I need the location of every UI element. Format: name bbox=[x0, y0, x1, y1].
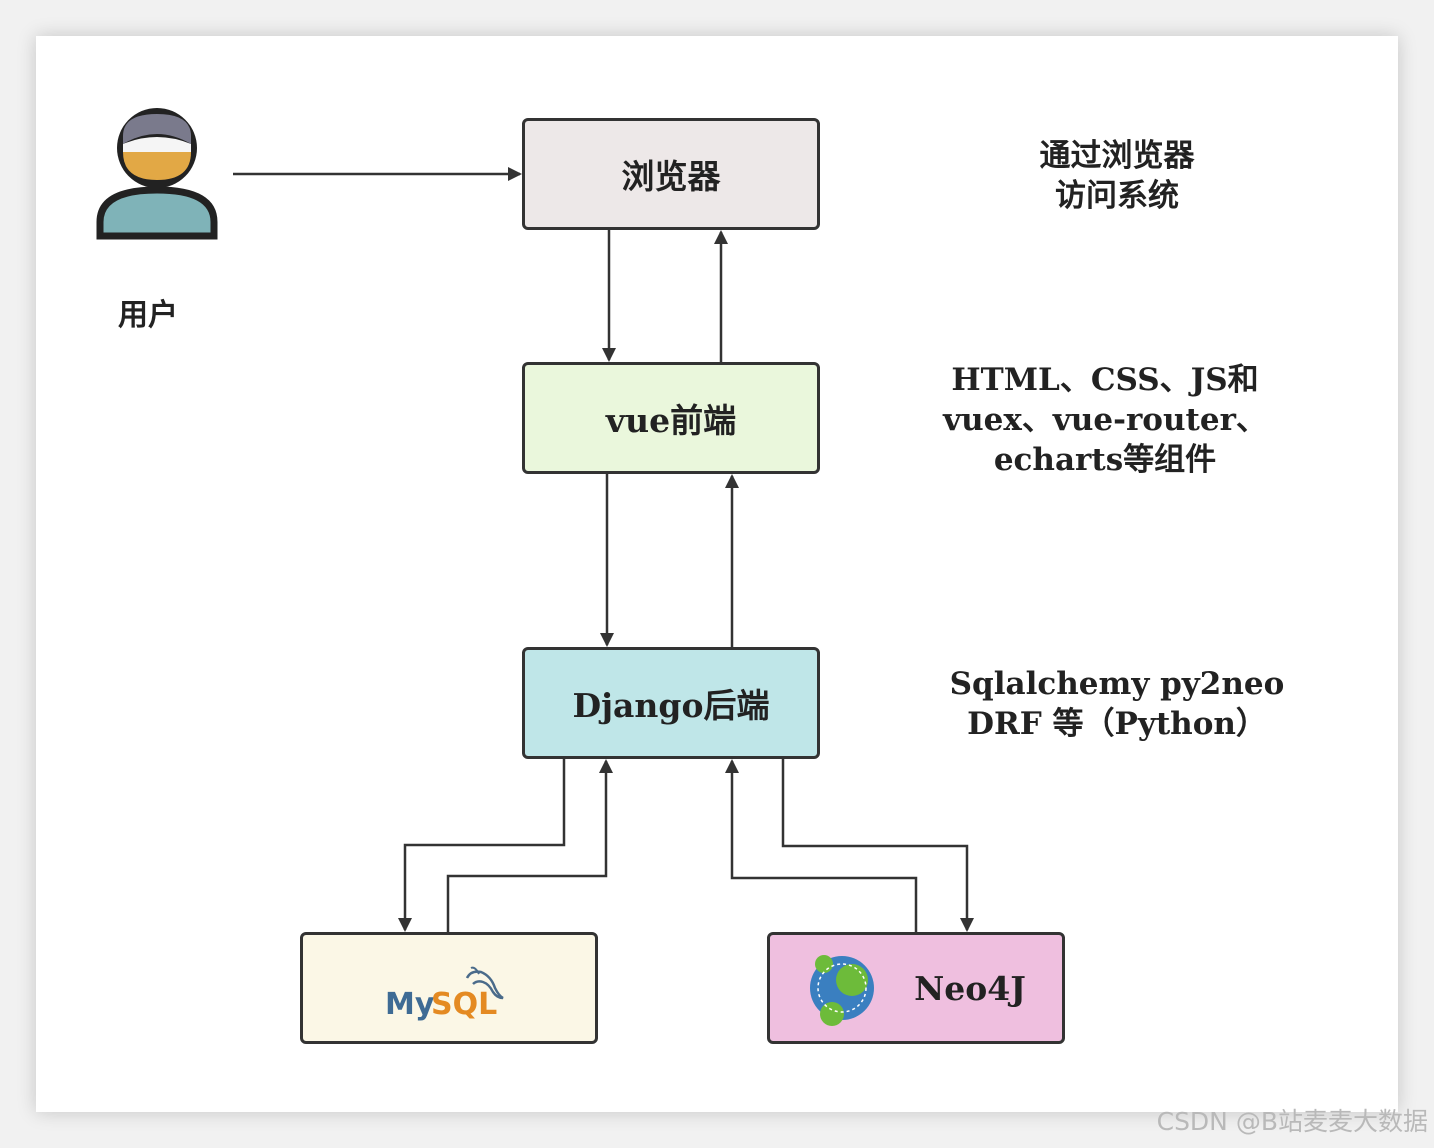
django-note-line: Sqlalchemy py2neo bbox=[949, 666, 1285, 702]
vue-frontend-label: vue前端 bbox=[605, 401, 737, 440]
csdn-watermark: CSDN @B站麦麦大数据 bbox=[1156, 1107, 1428, 1136]
arrow-django-to-neo4j bbox=[781, 759, 974, 932]
arrow-neo4j-to-django bbox=[725, 759, 918, 932]
neo4j-logo-icon bbox=[810, 955, 875, 1026]
browser-node: 浏览器 bbox=[522, 118, 820, 230]
neo4j-node: Neo4J bbox=[767, 932, 1065, 1044]
vue-note-line: HTML、CSS、JS和 bbox=[951, 362, 1259, 398]
person-icon bbox=[96, 108, 218, 240]
mysql-node: My SQL bbox=[300, 932, 598, 1044]
vue-note-line: vuex、vue-router、 bbox=[943, 402, 1267, 438]
django-backend-node: Django后端 bbox=[522, 647, 820, 759]
django-note: Sqlalchemy py2neo DRF 等（Python） bbox=[927, 664, 1307, 744]
browser-label: 浏览器 bbox=[621, 157, 721, 196]
vue-frontend-node: vue前端 bbox=[522, 362, 820, 474]
browser-note-line: 访问系统 bbox=[1055, 178, 1179, 214]
mysql-label: SQL bbox=[431, 987, 497, 1022]
django-note-line: DRF 等（Python） bbox=[967, 706, 1267, 742]
arrow-mysql-to-django bbox=[446, 759, 613, 932]
vue-note: HTML、CSS、JS和 vuex、vue-router、 echarts等组件 bbox=[915, 360, 1295, 480]
arrow-django-to-mysql bbox=[398, 759, 566, 932]
vue-note-line: echarts等组件 bbox=[993, 442, 1217, 478]
mysql-logo-icon: My SQL bbox=[385, 966, 504, 1022]
neo4j-label: Neo4J bbox=[914, 968, 1026, 1008]
browser-note-line: 通过浏览器 bbox=[1039, 138, 1195, 174]
django-backend-label: Django后端 bbox=[572, 686, 770, 725]
browser-note: 通过浏览器 访问系统 bbox=[927, 136, 1307, 216]
user-label: 用户 bbox=[118, 298, 178, 333]
svg-text:My: My bbox=[385, 987, 435, 1022]
